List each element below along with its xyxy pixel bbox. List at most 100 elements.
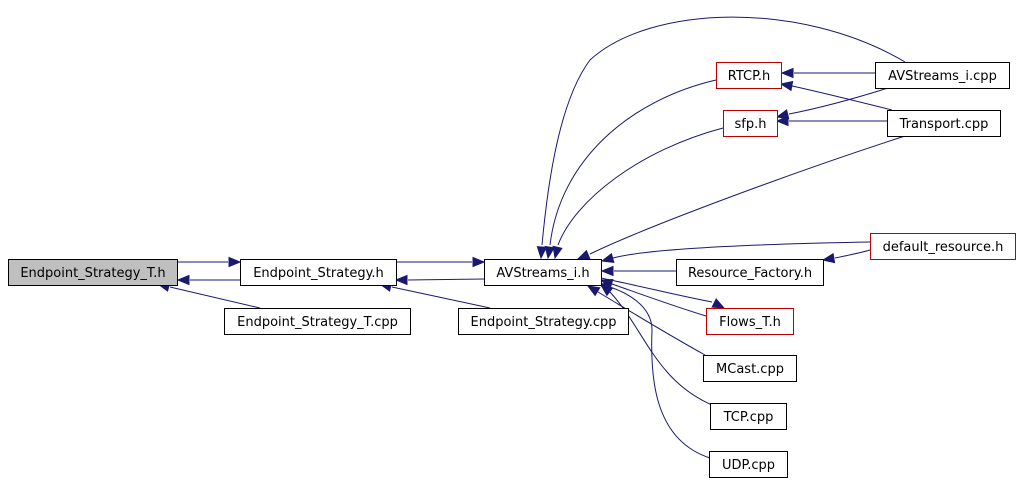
node-box <box>240 259 397 286</box>
edge-default_resource_h-to-resource_factory_h <box>821 249 871 264</box>
edge-line <box>557 127 724 246</box>
edge-tcp_cpp-to-avstreams_i_h <box>599 284 713 406</box>
edge-avstreams_i_cpp-to-avstreams_i_h <box>536 16 906 260</box>
arrowhead-icon <box>600 265 614 277</box>
node-label: Endpoint_Strategy_T.cpp <box>237 315 398 330</box>
node-box <box>887 110 1001 137</box>
edge-endpoint_strategy_h-to-endpoint_strategy_t_h <box>176 274 240 286</box>
arrowhead-icon <box>544 245 555 260</box>
node-tcp-cpp[interactable]: TCP.cpp <box>710 403 787 430</box>
node-sfp-h[interactable]: sfp.h <box>723 110 778 137</box>
edge-line <box>407 278 485 281</box>
node-mcast-cpp[interactable]: MCast.cpp <box>703 355 797 382</box>
edge-rtcp_h-to-avstreams_i_h <box>544 79 717 260</box>
edge-resource_factory_h-to-avstreams_i_h <box>600 265 676 277</box>
edges-layer <box>156 16 906 459</box>
node-label: TCP.cpp <box>723 410 774 425</box>
node-transport-cpp[interactable]: Transport.cpp <box>887 110 1001 137</box>
nodes-layer: Endpoint_Strategy_T.h Endpoint_Strategy.h… <box>8 62 1016 478</box>
node-label: AVStreams_i.h <box>496 266 589 281</box>
node-box <box>676 259 824 286</box>
node-box <box>484 259 602 286</box>
node-label: Endpoint_Strategy_T.h <box>20 266 165 281</box>
arrowhead-icon <box>586 285 601 297</box>
node-label: default_resource.h <box>883 240 1004 255</box>
node-resource-factory-h[interactable]: Resource_Factory.h <box>676 259 824 286</box>
node-label: MCast.cpp <box>716 362 784 377</box>
arrowhead-icon <box>600 252 615 264</box>
node-endpoint-strategy-t-h[interactable]: Endpoint_Strategy_T.h <box>8 259 178 286</box>
node-flows-t-h[interactable]: Flows_T.h <box>706 308 794 335</box>
node-box <box>8 259 178 286</box>
arrowhead-icon <box>552 245 563 260</box>
edge-line <box>609 286 711 459</box>
node-endpoint-strategy-cpp[interactable]: Endpoint_Strategy.cpp <box>458 308 629 335</box>
node-endpoint-strategy-h[interactable]: Endpoint_Strategy.h <box>240 259 397 286</box>
arrowhead-icon <box>779 80 794 92</box>
node-box <box>710 403 787 430</box>
edge-line <box>791 85 893 111</box>
edge-line <box>541 16 906 246</box>
node-label: Resource_Factory.h <box>688 266 812 281</box>
node-box <box>458 308 629 335</box>
arrowhead-icon <box>576 249 591 260</box>
edge-sfp_h-to-avstreams_i_h <box>552 127 724 260</box>
node-box <box>709 451 788 478</box>
edge-avstreams_i_h-to-endpoint_strategy_h <box>394 274 485 286</box>
edge-line <box>600 277 713 303</box>
arrowhead-icon <box>536 246 548 260</box>
edge-line <box>169 286 261 309</box>
edge-line <box>611 283 707 317</box>
edge-line <box>609 291 713 406</box>
edge-endpoint_strategy_t_h-to-endpoint_strategy_h <box>177 256 242 268</box>
node-avstreams-i-h[interactable]: AVStreams_i.h <box>484 259 602 286</box>
node-label: Flows_T.h <box>719 315 781 330</box>
node-default-resource-h[interactable]: default_resource.h <box>870 233 1016 260</box>
arrowhead-icon <box>394 274 408 286</box>
node-udp-cpp[interactable]: UDP.cpp <box>709 451 788 478</box>
node-rtcp-h[interactable]: RTCP.h <box>716 62 782 89</box>
arrowhead-icon <box>598 282 613 293</box>
edge-udp_cpp-to-avstreams_i_h <box>598 282 711 459</box>
arrowhead-icon <box>775 109 790 120</box>
edge-line <box>597 291 706 356</box>
edge-line <box>549 79 717 246</box>
arrowhead-icon <box>228 256 242 268</box>
arrowhead-icon <box>821 252 836 264</box>
arrowhead-icon <box>780 67 794 79</box>
edge-line <box>391 286 491 309</box>
edge-endpoint_strategy_cpp-to-endpoint_strategy_h <box>378 281 491 309</box>
node-label: Transport.cpp <box>899 117 989 132</box>
node-label: Endpoint_Strategy.cpp <box>471 315 617 330</box>
edge-transport_cpp-to-sfp_h <box>775 115 887 127</box>
arrowhead-icon <box>176 274 190 286</box>
edge-line <box>788 87 889 115</box>
node-label: AVStreams_i.cpp <box>888 69 997 84</box>
node-avstreams-i-cpp[interactable]: AVStreams_i.cpp <box>875 62 1010 89</box>
arrowhead-icon <box>775 115 789 127</box>
node-box <box>723 110 778 137</box>
edge-endpoint_strategy_t_cpp-to-endpoint_strategy_t_h <box>156 281 261 309</box>
node-box <box>224 308 411 335</box>
edge-line <box>589 135 906 255</box>
node-endpoint-strategy-t-cpp[interactable]: Endpoint_Strategy_T.cpp <box>224 308 411 335</box>
edge-avstreams_i_cpp-to-rtcp_h <box>780 67 875 79</box>
node-box <box>875 62 1010 89</box>
edge-default_resource_h-to-avstreams_i_h <box>600 241 871 264</box>
node-label: Endpoint_Strategy.h <box>253 266 384 281</box>
node-box <box>716 62 782 89</box>
edge-transport_cpp-to-avstreams_i_h <box>576 135 906 260</box>
edge-line <box>834 249 871 259</box>
edge-transport_cpp-to-rtcp_h <box>779 80 893 111</box>
edge-avstreams_i_cpp-to-sfp_h <box>775 87 889 120</box>
edge-endpoint_strategy_h-to-avstreams_i_h <box>396 256 486 268</box>
edge-avstreams_i_h-to-flows_t_h <box>600 277 726 309</box>
node-box <box>703 355 797 382</box>
node-label: sfp.h <box>735 117 767 132</box>
node-label: UDP.cpp <box>722 458 775 473</box>
node-box <box>870 233 1016 260</box>
node-box <box>706 308 794 335</box>
arrowhead-icon <box>472 256 486 268</box>
edge-mcast_cpp-to-avstreams_i_h <box>586 285 706 356</box>
